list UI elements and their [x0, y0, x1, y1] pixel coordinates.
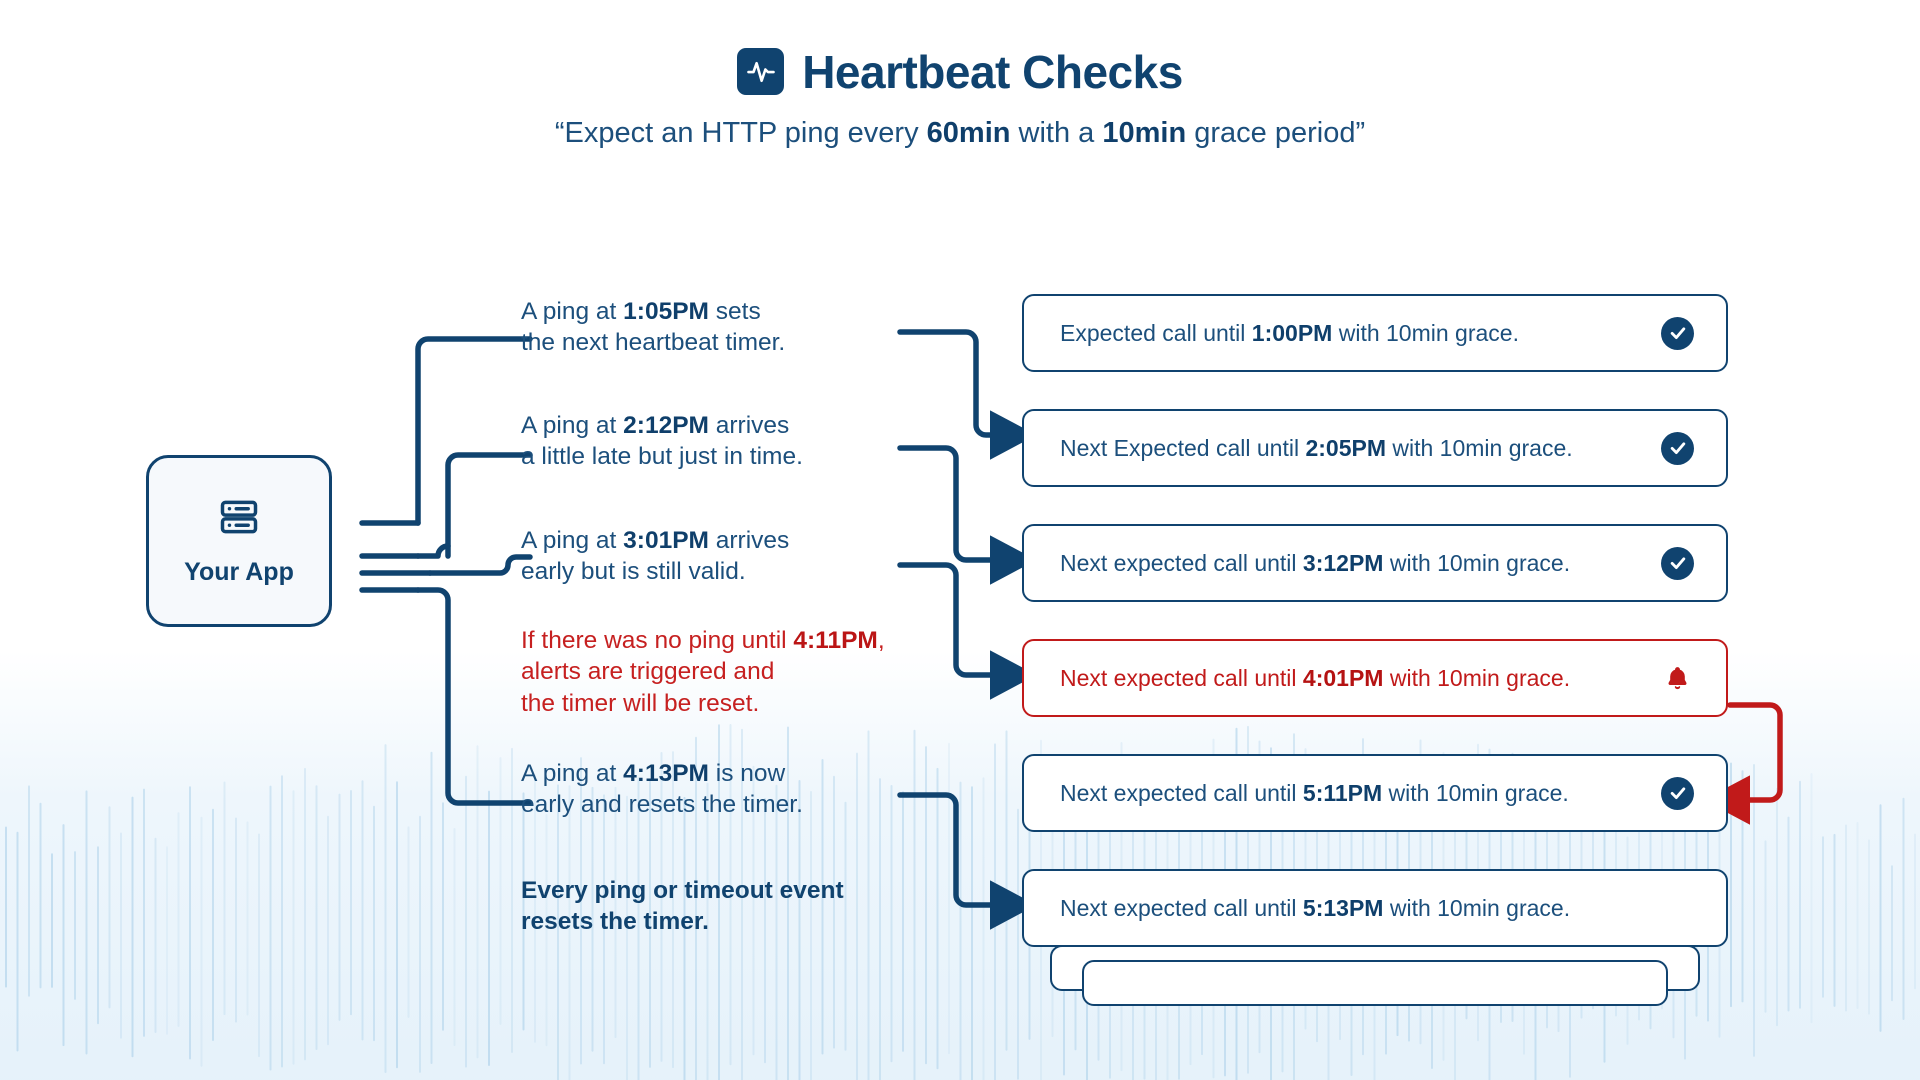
- ghost-card-2: [1082, 960, 1668, 1006]
- line-time: 4:13PM: [623, 760, 709, 787]
- line-post: arrives: [708, 412, 790, 439]
- line-post: is now: [708, 760, 786, 787]
- card-post: with 10min grace.: [1383, 549, 1571, 576]
- bell-icon: [1661, 662, 1694, 695]
- line-pre: A ping at: [521, 412, 624, 439]
- event-text-ping-413pm: A ping at 4:13PM is now early and resets…: [521, 758, 803, 821]
- line-pre: a little late but just in time.: [521, 443, 803, 471]
- line-time: 3:01PM: [623, 527, 709, 554]
- app-node-label: Your App: [184, 558, 294, 586]
- card-pre: Expected call until: [1060, 319, 1252, 346]
- page-header: Heartbeat Checks “Expect an HTTP ping ev…: [0, 0, 1920, 150]
- card-post: with 10min grace.: [1383, 664, 1571, 691]
- card-pre: Next Expected call until: [1060, 434, 1306, 461]
- line-time: 2:12PM: [623, 412, 709, 439]
- status-card-expected-511pm[interactable]: Next expected call until 5:11PM with 10m…: [1022, 754, 1728, 832]
- line-time: 1:05PM: [623, 298, 709, 325]
- card-pre: Next expected call until: [1060, 549, 1303, 576]
- status-card-expected-205pm[interactable]: Next Expected call until 2:05PM with 10m…: [1022, 409, 1728, 487]
- line-post: sets: [708, 298, 761, 325]
- card-time: 2:05PM: [1305, 434, 1386, 461]
- page-title: Heartbeat Checks: [802, 45, 1183, 98]
- card-time: 3:12PM: [1302, 549, 1384, 576]
- check-circle-icon: [1661, 546, 1694, 580]
- line-pre: the timer will be reset.: [521, 689, 760, 717]
- card-text: Next expected call until 4:01PM with 10m…: [1060, 665, 1661, 692]
- subtitle-prefix: “Expect an HTTP ping every: [554, 117, 927, 149]
- line-pre: early but is still valid.: [521, 558, 746, 586]
- line-pre: If there was no ping until: [521, 627, 794, 654]
- card-text: Next expected call until 5:13PM with 10m…: [1060, 895, 1694, 922]
- card-text: Next expected call until 3:12PM with 10m…: [1060, 550, 1661, 577]
- page-subtitle: “Expect an HTTP ping every 60min with a …: [0, 117, 1920, 150]
- line-pre: A ping at: [521, 298, 624, 325]
- subtitle-suffix: grace period”: [1186, 117, 1366, 149]
- card-pre: Next expected call until: [1060, 779, 1303, 806]
- title-row: Heartbeat Checks: [0, 48, 1920, 95]
- line-pre: alerts are triggered and: [521, 658, 775, 686]
- server-icon: [217, 495, 261, 544]
- app-node[interactable]: Your App: [146, 455, 332, 627]
- subtitle-interval: 60min: [926, 117, 1011, 149]
- line-pre: Every ping or timeout event: [521, 877, 844, 904]
- card-post: with 10min grace.: [1383, 894, 1571, 921]
- line-post: ,: [877, 627, 885, 654]
- status-card-expected-312pm[interactable]: Next expected call until 3:12PM with 10m…: [1022, 524, 1728, 602]
- card-text: Next Expected call until 2:05PM with 10m…: [1060, 435, 1661, 462]
- subtitle-mid: with a: [1010, 117, 1103, 149]
- line-pre: early and resets the timer.: [521, 791, 803, 819]
- event-text-summary-note: Every ping or timeout event resets the t…: [521, 875, 844, 938]
- card-time: 1:00PM: [1251, 319, 1333, 346]
- check-circle-icon: [1661, 316, 1694, 350]
- card-time: 5:13PM: [1302, 894, 1384, 921]
- line-pre: A ping at: [521, 760, 624, 787]
- check-circle-icon: [1661, 776, 1694, 810]
- card-text: Expected call until 1:00PM with 10min gr…: [1060, 320, 1661, 347]
- line-pre: A ping at: [521, 527, 624, 554]
- status-card-expected-100pm[interactable]: Expected call until 1:00PM with 10min gr…: [1022, 294, 1728, 372]
- card-time: 5:11PM: [1302, 779, 1383, 806]
- status-card-expected-401pm[interactable]: Next expected call until 4:01PM with 10m…: [1022, 639, 1728, 717]
- event-text-ping-301pm: A ping at 3:01PM arrives early but is st…: [521, 525, 789, 588]
- card-post: with 10min grace.: [1382, 779, 1569, 806]
- card-text: Next expected call until 5:11PM with 10m…: [1060, 780, 1661, 807]
- line-post: arrives: [708, 527, 790, 554]
- card-pre: Next expected call until: [1060, 664, 1303, 691]
- heartbeat-pulse-icon: [737, 48, 785, 95]
- status-card-expected-513pm[interactable]: Next expected call until 5:13PM with 10m…: [1022, 869, 1728, 947]
- line-pre: resets the timer.: [521, 908, 709, 936]
- subtitle-grace: 10min: [1102, 117, 1187, 149]
- line-time: 4:11PM: [793, 627, 878, 654]
- card-post: with 10min grace.: [1386, 434, 1573, 461]
- card-pre: Next expected call until: [1060, 894, 1303, 921]
- event-text-ping-212pm: A ping at 2:12PM arrives a little late b…: [521, 410, 803, 473]
- check-circle-icon: [1661, 431, 1694, 465]
- card-post: with 10min grace.: [1332, 319, 1519, 346]
- card-time: 4:01PM: [1302, 664, 1384, 691]
- event-text-timeout-411pm: If there was no ping until 4:11PM, alert…: [521, 625, 885, 719]
- event-text-ping-105pm: A ping at 1:05PM sets the next heartbeat…: [521, 296, 785, 359]
- line-pre: the next heartbeat timer.: [521, 329, 786, 357]
